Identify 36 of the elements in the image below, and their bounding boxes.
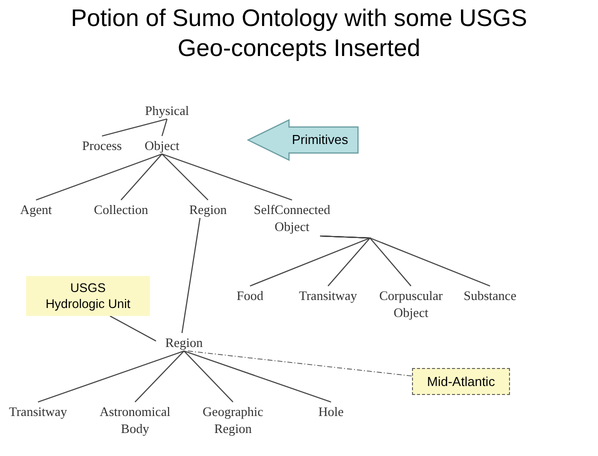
term-label: Transitway (8, 402, 68, 420)
note-text: Mid-Atlantic (427, 374, 495, 390)
note-box (412, 368, 510, 395)
tree-line (162, 153, 292, 201)
tree-line (162, 154, 208, 200)
tree-line (134, 350, 184, 402)
term-label: Process (82, 136, 122, 154)
tree-line (184, 350, 234, 402)
tree-line (36, 153, 162, 201)
term-label: Physical (144, 102, 190, 118)
note-text: USGS Hydrologic Unit (44, 280, 132, 312)
term-label: Object (144, 136, 180, 154)
tree-line (120, 154, 162, 200)
term-label: Transitway (298, 286, 358, 304)
tree-line (102, 118, 168, 137)
arrow-label: Primitives (292, 132, 348, 148)
term-label: Region (189, 200, 227, 218)
tree-line (110, 316, 156, 342)
tree-line (184, 350, 332, 403)
term-label: Agent (20, 200, 52, 218)
dashed-link (188, 350, 412, 376)
title: Potion of Sumo Ontology with some USGS Geo-concepts Inserted (70, 4, 528, 64)
tree-line (38, 350, 184, 403)
term-label: Corpuscular Object (378, 287, 444, 321)
term-label: Region (165, 334, 203, 350)
tree-line (161, 118, 168, 136)
term-label: SelfConnected Object (252, 201, 332, 235)
tree-line (320, 235, 490, 287)
note-box (26, 276, 150, 316)
term-label: Collection (94, 200, 148, 218)
term-label: Astronomical Body (98, 403, 172, 437)
term-label: Food (236, 286, 264, 304)
term-label: Hole (318, 402, 344, 420)
term-label: Substance (464, 286, 516, 304)
term-label: Geographic Region (202, 403, 264, 437)
tree-line (181, 218, 201, 334)
